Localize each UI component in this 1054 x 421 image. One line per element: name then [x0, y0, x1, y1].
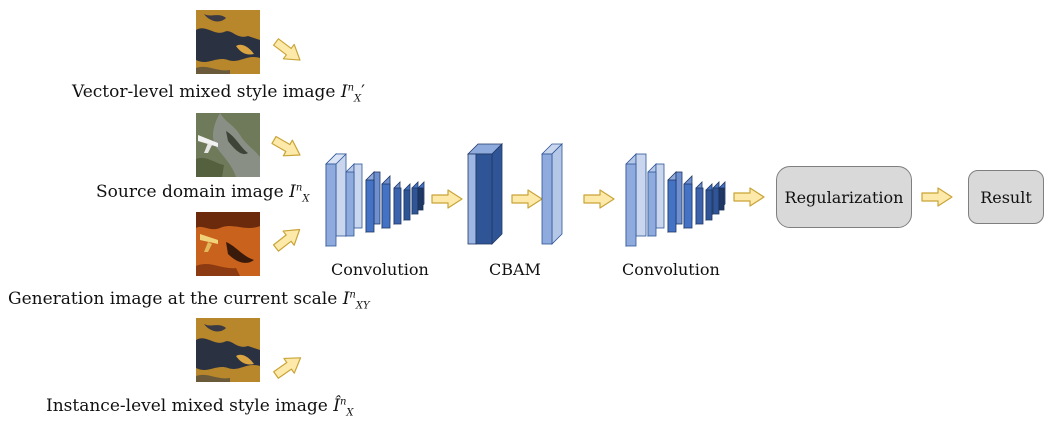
vector-style-thumbnail	[196, 10, 260, 74]
result-box: Result	[968, 170, 1044, 224]
cbam-label: CBAM	[489, 260, 541, 279]
vector-style-sup: n	[347, 82, 355, 94]
source-domain-caption: Source domain image InX	[96, 182, 310, 205]
generation-label: Generation image at the current scale	[8, 289, 338, 309]
source-domain-label: Source domain image	[96, 182, 284, 202]
conv2-label: Convolution	[622, 260, 720, 279]
conv1-label: Convolution	[331, 260, 429, 279]
arrow-conv1-cbam	[431, 189, 463, 209]
source-domain-sup: n	[295, 182, 303, 194]
vector-style-var: I	[340, 82, 348, 102]
cbam-dark-layer	[467, 143, 503, 245]
generation-thumbnail	[196, 212, 260, 276]
arrow-source-input	[268, 131, 306, 164]
arrow-cbam-mid	[511, 189, 543, 209]
instance-style-caption: Instance-level mixed style image ÎnX	[46, 396, 354, 419]
instance-style-var: Î	[333, 396, 340, 416]
source-domain-thumbnail	[196, 113, 260, 177]
instance-style-sub: X	[346, 407, 354, 419]
generation-caption: Generation image at the current scale In…	[8, 289, 370, 312]
instance-style-sup: n	[339, 396, 347, 408]
cbam-light-layer	[541, 143, 563, 245]
instance-style-label: Instance-level mixed style image	[46, 396, 328, 416]
arrow-instance-input	[270, 349, 307, 383]
arrow-cbam-conv2	[583, 189, 615, 209]
arrow-regularization-result	[921, 187, 953, 207]
generation-sub: XY	[355, 300, 370, 312]
vector-style-prime: ′	[361, 82, 366, 102]
conv1-layers	[325, 153, 425, 247]
generation-var: I	[342, 289, 350, 309]
regularization-box: Regularization	[776, 166, 912, 228]
vector-style-label: Vector-level mixed style image	[72, 82, 336, 102]
vector-style-caption: Vector-level mixed style image InX′	[72, 82, 366, 105]
generation-sup: n	[349, 289, 356, 301]
arrow-conv2-regularization	[733, 187, 765, 207]
vector-style-sub: X	[354, 93, 362, 105]
source-domain-sub: X	[302, 193, 310, 205]
arrow-generation-input	[269, 221, 306, 256]
arrow-vector-input	[269, 34, 306, 68]
instance-style-thumbnail	[196, 318, 260, 382]
source-domain-var: I	[289, 182, 296, 202]
conv2-layers	[625, 153, 726, 247]
